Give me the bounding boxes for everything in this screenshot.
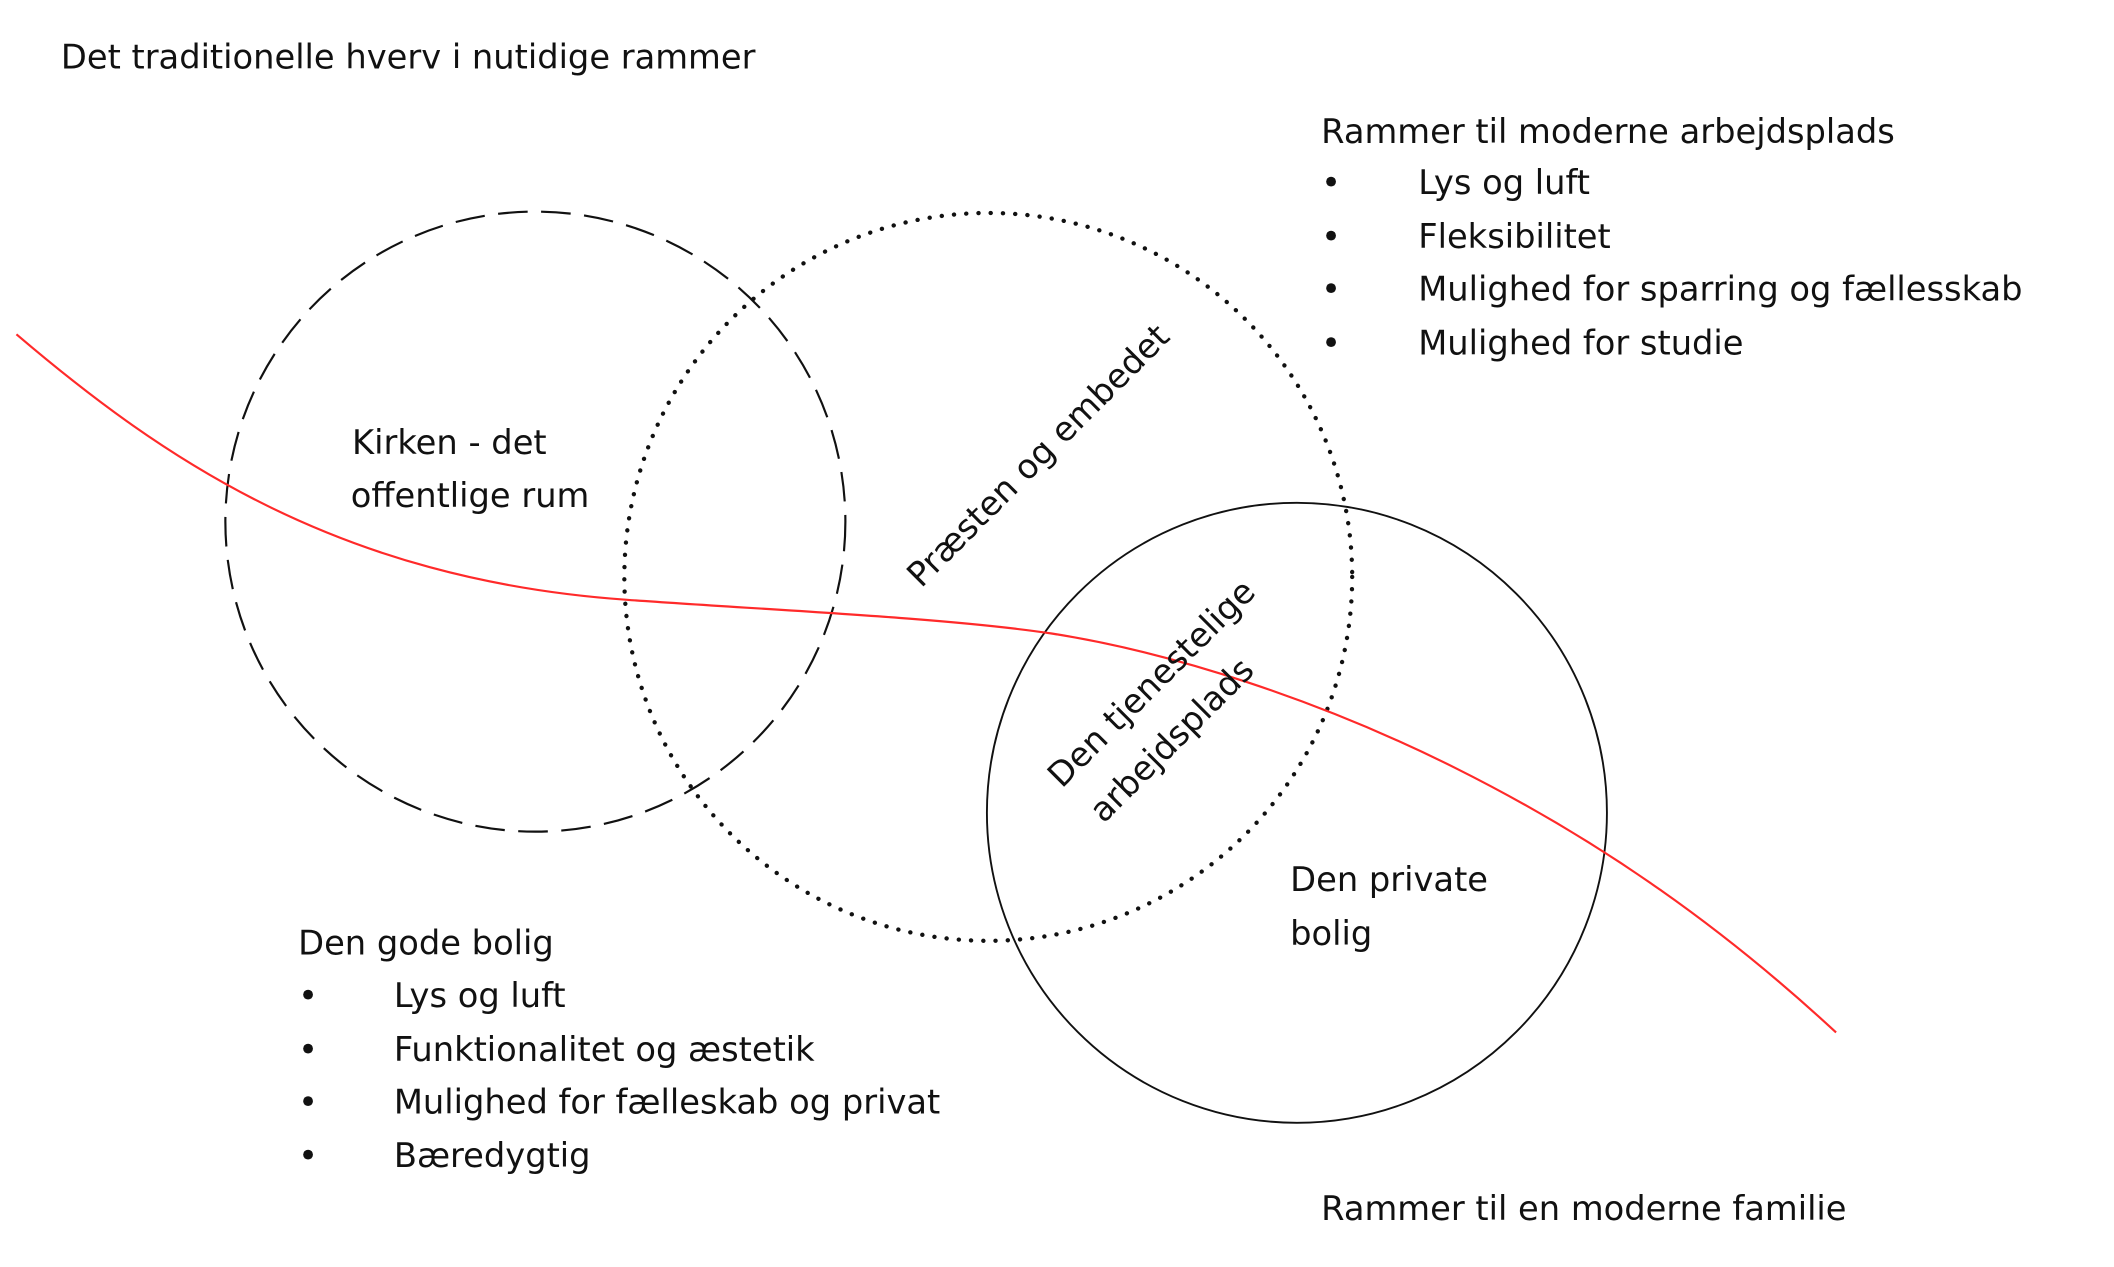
- bullet: •: [298, 976, 318, 1015]
- good-home-item: Bæredygtig: [394, 1136, 591, 1175]
- workplace-item: Mulighed for sparring og fællesskab: [1418, 270, 2022, 309]
- diagram-title: Det traditionelle hverv i nutidige ramme…: [61, 38, 756, 77]
- private-home-line2: bolig: [1290, 914, 1372, 953]
- church-label-line2: offentlige rum: [351, 476, 590, 515]
- bullet: •: [298, 1030, 318, 1069]
- good-home-frame: Den gode bolig • Lys og luft • Funktiona…: [298, 923, 940, 1175]
- private-home-circle: [985, 501, 1608, 1124]
- bullet: •: [298, 1082, 318, 1121]
- workplace-item: Mulighed for studie: [1418, 323, 1743, 362]
- workplace-item: Fleksibilitet: [1418, 217, 1611, 256]
- bullet: •: [1321, 270, 1341, 309]
- bullet: •: [298, 1136, 318, 1175]
- workplace-item: Lys og luft: [1418, 163, 1590, 202]
- priest-circle: [622, 210, 1355, 943]
- bullet: •: [1321, 323, 1341, 362]
- good-home-item: Funktionalitet og æstetik: [394, 1030, 815, 1069]
- red-curve: [15, 333, 1837, 1034]
- bullet: •: [1321, 163, 1341, 202]
- priest-label: Præsten og embedet: [899, 317, 1177, 595]
- workplace-frame: Rammer til moderne arbejdsplads • Lys og…: [1321, 112, 2022, 363]
- church-label-line1: Kirken - det: [352, 423, 547, 462]
- family-frame-label: Rammer til en moderne familie: [1321, 1189, 1846, 1228]
- good-home-heading: Den gode bolig: [298, 923, 554, 962]
- bullet: •: [1321, 217, 1341, 256]
- workplace-heading: Rammer til moderne arbejdsplads: [1321, 112, 1895, 151]
- church-circle: [224, 210, 847, 833]
- good-home-item: Mulighed for fælleskab og privat: [394, 1082, 940, 1121]
- good-home-item: Lys og luft: [394, 976, 566, 1015]
- private-home-line1: Den private: [1290, 860, 1488, 899]
